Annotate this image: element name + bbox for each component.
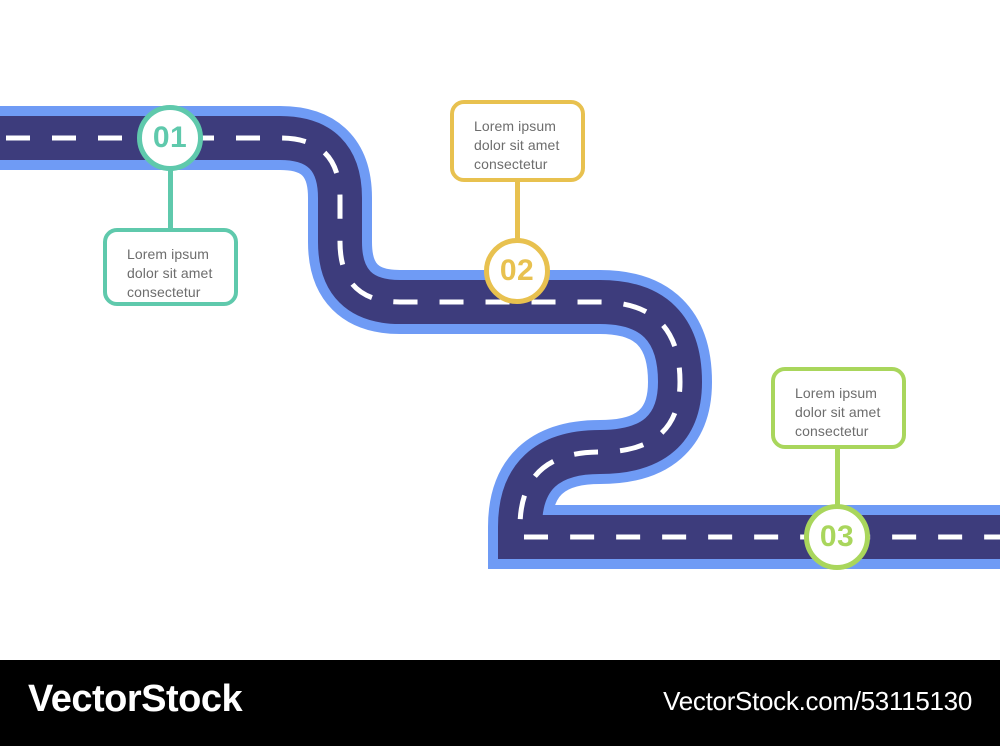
- step-callout-02[interactable]: Lorem ipsum dolor sit amet consectetur: [450, 100, 585, 182]
- step-callout-01[interactable]: Lorem ipsum dolor sit amet consectetur: [103, 228, 238, 306]
- step-marker-01[interactable]: 01: [137, 105, 203, 171]
- step-callout-text-02: Lorem ipsum dolor sit amet consectetur: [474, 118, 560, 172]
- road-outer-casing: [0, 106, 1000, 569]
- connector-stem-01: [168, 168, 173, 230]
- watermark-bar: VectorStock VectorStock.com/53115130: [0, 660, 1000, 746]
- watermark-url: VectorStock.com/53115130: [663, 686, 972, 716]
- connector-stem-02: [515, 178, 520, 240]
- watermark-logo: VectorStock: [28, 678, 243, 720]
- step-number-02: 02: [499, 254, 535, 287]
- step-callout-text-01: Lorem ipsum dolor sit amet consectetur: [127, 246, 213, 300]
- step-marker-02[interactable]: 02: [484, 238, 550, 304]
- road-path-graphic: [0, 106, 1000, 569]
- step-number-03: 03: [819, 520, 855, 553]
- connector-stem-03: [835, 445, 840, 507]
- step-callout-03[interactable]: Lorem ipsum dolor sit amet consectetur: [771, 367, 906, 449]
- step-callout-text-03: Lorem ipsum dolor sit amet consectetur: [795, 385, 881, 439]
- step-number-01: 01: [152, 121, 188, 154]
- step-marker-03[interactable]: 03: [804, 504, 870, 570]
- road-center-dashes: [0, 135, 1000, 540]
